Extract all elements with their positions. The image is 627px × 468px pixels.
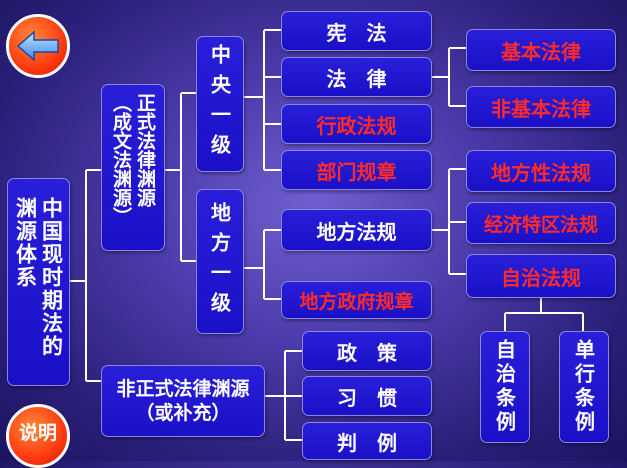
informal-source-label: 非正式法律渊源（或补充） — [116, 378, 250, 424]
root-label: 中国现时期法的渊源体系 — [13, 197, 64, 358]
local-government-rule-label: 地方政府规章 — [299, 290, 414, 313]
local-regulation-node: 地方法规 — [281, 209, 432, 251]
law-label: 法 律 — [326, 66, 387, 91]
autonomous-regulation-node: 自治法规 — [466, 254, 616, 298]
case-law-label: 判 例 — [337, 430, 397, 455]
autonomous-regulation-label: 自治法规 — [501, 265, 581, 290]
department-rule-label: 部门规章 — [316, 159, 397, 184]
administrative-regulation-label: 行政法规 — [316, 113, 397, 138]
basic-law-label: 基本法律 — [501, 39, 581, 64]
local-statute-node: 地方性法规 — [466, 150, 616, 192]
custom-label: 习 惯 — [337, 385, 397, 410]
non-basic-law-node: 非基本法律 — [466, 86, 616, 128]
local-statute-label: 地方性法规 — [491, 160, 591, 185]
local-government-rule-node: 地方政府规章 — [281, 281, 432, 319]
left-arrow-icon — [16, 30, 59, 62]
formal-source-node: 正式法律渊源（成文法渊源） — [101, 84, 165, 251]
local-level-node: 地方一级 — [196, 189, 244, 334]
department-rule-node: 部门规章 — [281, 150, 432, 190]
basic-law-node: 基本法律 — [466, 29, 616, 71]
custom-node: 习 惯 — [302, 376, 432, 416]
policy-label: 政 策 — [337, 340, 397, 365]
informal-source-node: 非正式法律渊源（或补充） — [101, 365, 265, 437]
administrative-regulation-node: 行政法规 — [281, 104, 432, 144]
local-regulation-label: 地方法规 — [316, 219, 397, 244]
autonomy-statute-label: 自治条例 — [492, 339, 517, 435]
autonomy-statute-node: 自治条例 — [480, 331, 530, 443]
constitution-label: 宪 法 — [326, 20, 387, 45]
separate-statute-label: 单行条例 — [571, 339, 596, 435]
local-level-label: 地方一级 — [207, 201, 232, 322]
law-node: 法 律 — [281, 57, 432, 97]
non-basic-law-label: 非基本法律 — [491, 96, 591, 121]
policy-node: 政 策 — [302, 331, 432, 371]
separate-statute-node: 单行条例 — [559, 331, 609, 443]
root-node: 中国现时期法的渊源体系 — [7, 178, 70, 386]
constitution-node: 宪 法 — [281, 11, 432, 51]
explain-button[interactable]: 说明 — [6, 404, 70, 468]
central-level-label: 中央一级 — [207, 44, 232, 164]
explain-button-label: 说明 — [18, 421, 57, 444]
central-level-node: 中央一级 — [196, 36, 244, 172]
formal-source-label: 正式法律渊源（成文法渊源） — [110, 92, 156, 226]
case-law-node: 判 例 — [302, 422, 432, 460]
special-economic-zone-regulation-node: 经济特区法规 — [466, 202, 616, 244]
special-economic-zone-regulation-label: 经济特区法规 — [483, 213, 598, 236]
back-button[interactable] — [6, 14, 70, 78]
